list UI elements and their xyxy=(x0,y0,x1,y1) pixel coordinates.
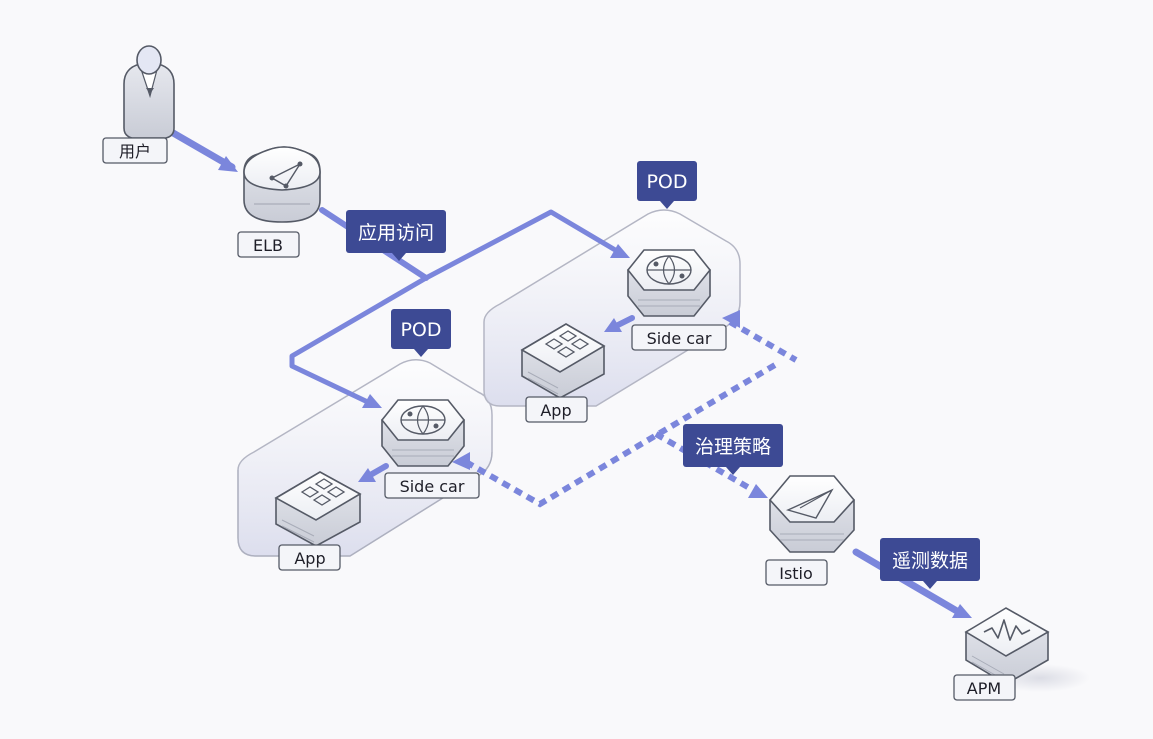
user-icon xyxy=(123,45,175,139)
elb-node[interactable]: ELB xyxy=(237,146,321,258)
app-grid-icon xyxy=(520,323,606,399)
globe-icon xyxy=(626,249,712,317)
elb-label: ELB xyxy=(253,236,283,255)
load-balancer-icon xyxy=(243,146,321,223)
sidecar-right-node[interactable]: Side car xyxy=(626,249,727,351)
governance-label: 治理策略 xyxy=(695,436,771,458)
istio-sail-icon xyxy=(768,475,856,553)
callout-app-access: 应用访问 xyxy=(346,210,446,261)
callout-pod-left: POD xyxy=(391,309,451,357)
flow-istio-to-apm xyxy=(852,548,966,618)
sidecar-left-node[interactable]: Side car xyxy=(380,399,480,499)
app-right-node[interactable]: App xyxy=(520,323,606,423)
apm-label: APM xyxy=(967,679,1001,698)
callout-pod-right: POD xyxy=(637,161,697,209)
user-label: 用户 xyxy=(119,142,151,161)
user-node[interactable]: 用户 xyxy=(102,45,175,164)
telemetry-label: 遥测数据 xyxy=(892,550,968,572)
callout-telemetry: 遥测数据 xyxy=(880,538,980,589)
apm-node[interactable]: APM xyxy=(953,607,1090,701)
arrowheads xyxy=(218,156,972,618)
app-grid-icon xyxy=(274,471,362,547)
sidecar-right-label: Side car xyxy=(647,329,712,348)
apm-wave-icon xyxy=(964,607,1050,685)
flow-branch-path xyxy=(423,209,625,281)
flow-user-to-elb xyxy=(164,126,236,171)
app-right-label: App xyxy=(540,401,571,420)
globe-icon xyxy=(380,399,466,467)
app-left-node[interactable]: App xyxy=(274,471,362,571)
callout-governance: 治理策略 xyxy=(683,424,783,475)
istio-label: Istio xyxy=(779,564,813,583)
app-left-label: App xyxy=(294,549,325,568)
pod-right-label: POD xyxy=(646,171,687,193)
app-access-label: 应用访问 xyxy=(358,222,434,244)
istio-node[interactable]: Istio xyxy=(765,475,856,586)
pod-left-label: POD xyxy=(400,319,441,341)
sidecar-left-label: Side car xyxy=(400,477,465,496)
flow-branch-left xyxy=(289,275,429,408)
